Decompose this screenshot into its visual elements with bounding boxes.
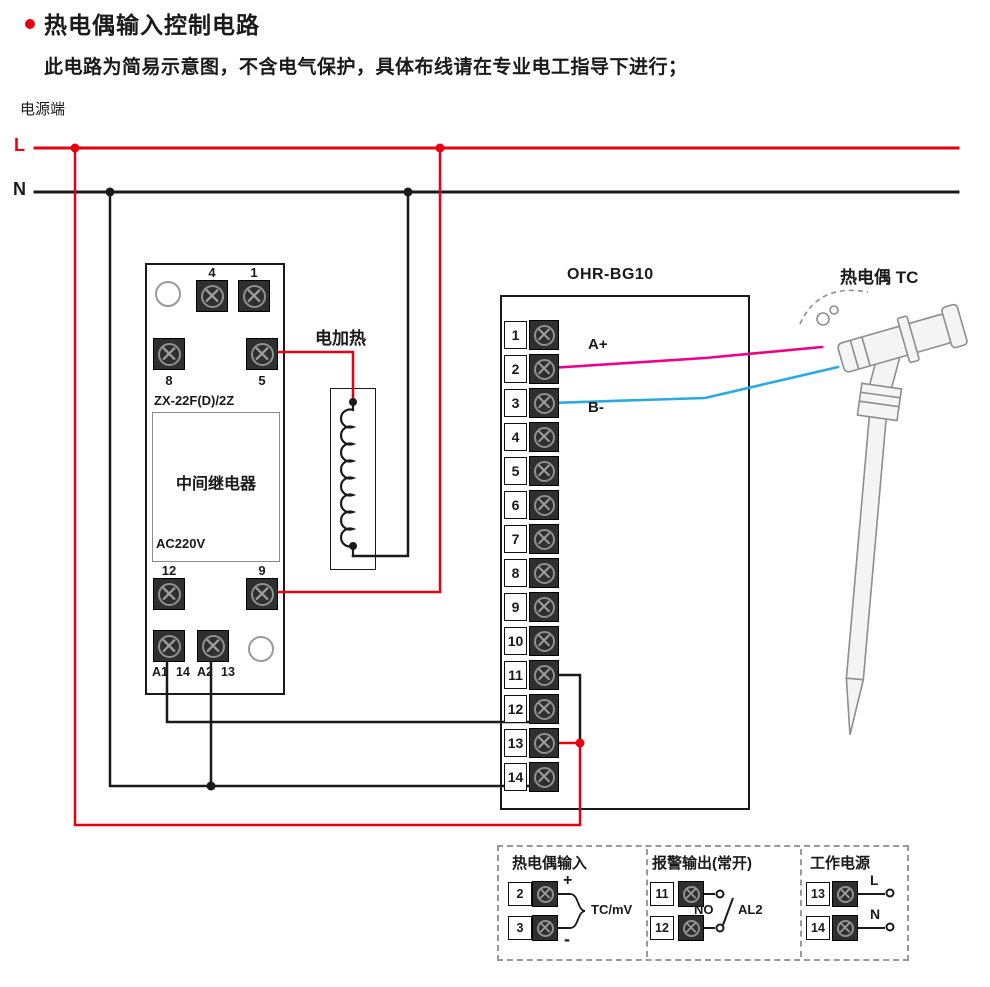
legend-screw-2 [532,881,558,907]
thermocouple-head [837,303,968,373]
page-subtitle: 此电路为简易示意图，不含电气保护，具体布线请在专业电工指导下进行； [44,57,688,78]
terminal-number-1: 1 [504,321,527,349]
legend-terminal-11: 11 [650,882,674,906]
thermocouple-probe [845,413,888,735]
legend-terminal-13: 13 [806,882,830,906]
relay-terminal-label-1: 1 [250,265,258,280]
terminal-screw-5 [529,456,559,486]
legend-plus-sign: + [563,872,573,889]
relay-screw-9 [246,578,278,610]
relay-screw-8 [153,338,185,370]
legend-terminal-2: 2 [508,882,532,906]
legend-signal-label: TC/mV [591,902,633,917]
relay-terminal-label-4: 4 [208,265,216,280]
thermocouple-neck [868,348,902,394]
terminal-screw-12 [529,694,559,724]
legend-screw-14 [832,915,858,941]
relay-round-terminal-bottom [248,636,274,662]
legend-screw-11 [678,881,704,907]
legend-no-label: NO [694,902,714,917]
terminal-number-9: 9 [504,593,527,621]
power-terminal-label: 电源端 [20,101,66,118]
legend-separator [646,849,648,957]
terminal-number-6: 6 [504,491,527,519]
relay-screw-4 [196,280,228,312]
relay-terminal-label-8: 8 [165,373,173,388]
legend-title-alarm-output: 报警输出(常开) [652,855,752,872]
terminal-screw-11 [529,660,559,690]
legend-screw-3 [532,915,558,941]
thermocouple-label: 热电偶 TC [840,268,919,287]
page-title: 热电偶输入控制电路 [44,12,260,38]
relay-model: ZX-22F(D)/2Z [154,393,235,408]
thermocouple-collar [856,382,903,422]
legend-screw-12 [678,915,704,941]
terminal-number-7: 7 [504,525,527,553]
legend-n-label: N [870,906,881,922]
terminal-number-4: 4 [504,423,527,451]
relay-screw-a2 [197,630,229,662]
terminal-number-11: 11 [504,661,527,689]
legend-al2-label: AL2 [738,902,763,917]
relay-bottom-label-14: 14 [176,665,190,679]
terminal-number-3: 3 [504,389,527,417]
relay-terminal-label-12: 12 [161,563,177,578]
relay-voltage: AC220V [156,536,206,551]
terminal-screw-3 [529,388,559,418]
line-n-label: N [13,179,26,199]
relay-round-terminal-top [155,281,181,307]
legend-title-working-power: 工作电源 [810,855,871,872]
terminal-number-14: 14 [504,763,527,791]
thermocouple-eyelet-icon [816,312,830,326]
legend-terminal-14: 14 [806,916,830,940]
thermocouple-eyelet-small-icon [829,305,839,315]
legend-box [497,845,909,961]
relay-terminal-label-5: 5 [258,373,266,388]
terminal-screw-2 [529,354,559,384]
relay-name: 中间继电器 [175,476,256,493]
relay-terminal-label-9: 9 [258,563,266,578]
relay-bottom-label-a1: A1 [152,665,168,679]
terminal-screw-6 [529,490,559,520]
terminal-number-8: 8 [504,559,527,587]
terminal-number-2: 2 [504,355,527,383]
legend-minus-sign: - [564,929,570,949]
thermocouple-lead-dashed [799,289,869,325]
bullet-icon [25,19,35,29]
line-l-label: L [14,135,25,155]
legend-screw-13 [832,881,858,907]
terminal-screw-9 [529,592,559,622]
legend-terminal-3: 3 [508,916,532,940]
controller-model: OHR-BG10 [567,266,654,283]
terminal-screw-8 [529,558,559,588]
terminal-number-13: 13 [504,729,527,757]
terminal-screw-10 [529,626,559,656]
terminal-screw-7 [529,524,559,554]
terminal-screw-13 [529,728,559,758]
legend-l-label: L [870,872,879,888]
relay-bottom-label-a2: A2 [197,665,213,679]
terminal-screw-1 [529,320,559,350]
relay-module: 4 1 8 5 ZX-22F(D)/2Z 中间继电器 AC220V 12 9 A… [145,263,285,695]
legend-separator [800,849,802,957]
terminal-screw-4 [529,422,559,452]
legend-terminal-12: 12 [650,916,674,940]
heater-box [330,388,376,570]
relay-screw-5 [246,338,278,370]
terminal-number-5: 5 [504,457,527,485]
thermocouple-art [799,289,968,735]
terminal-number-10: 10 [504,627,527,655]
wire-label-b-minus: B- [588,399,604,416]
relay-bottom-label-13: 13 [221,665,235,679]
terminal-number-12: 12 [504,695,527,723]
relay-screw-a1 [153,630,185,662]
terminal-screw-14 [529,762,559,792]
relay-screw-12 [153,578,185,610]
legend-title-tc-input: 热电偶输入 [512,855,588,872]
heater-label: 电加热 [315,329,366,348]
relay-screw-1 [238,280,270,312]
wire-label-a-plus: A+ [588,336,608,353]
